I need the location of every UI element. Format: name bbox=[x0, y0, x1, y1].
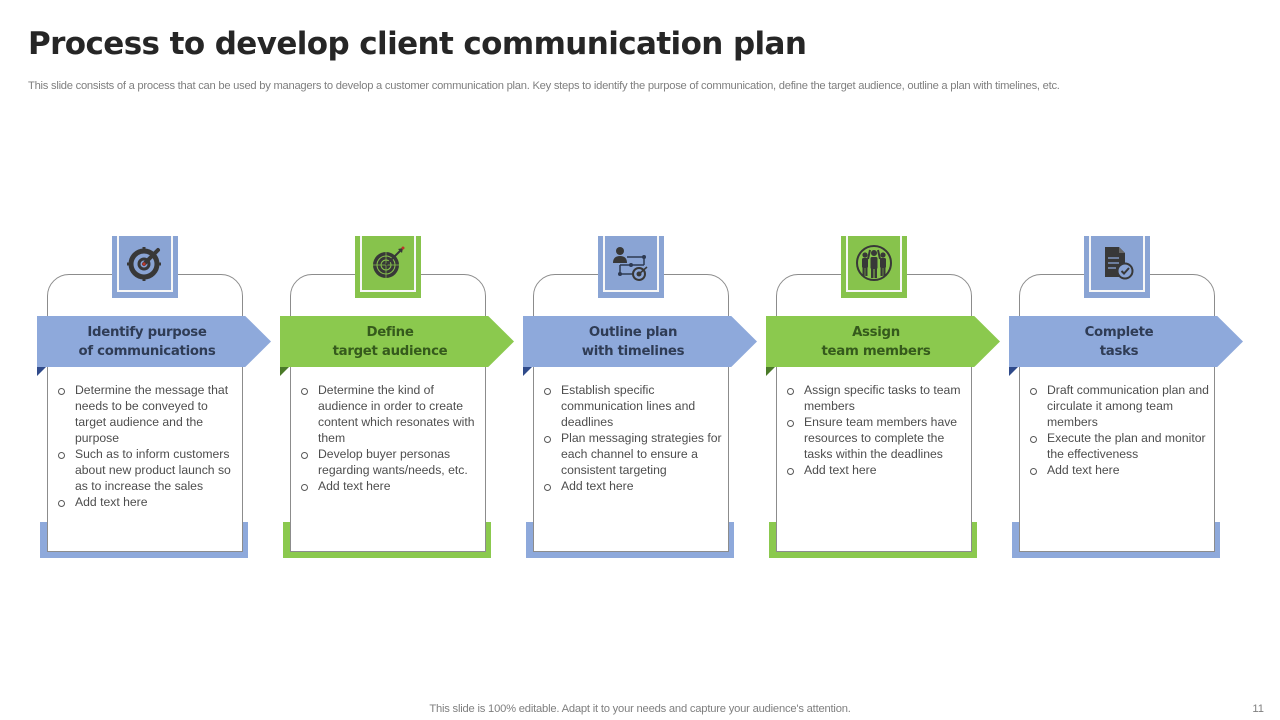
slide-subtitle: This slide consists of a process that ca… bbox=[28, 80, 1060, 92]
process-step-1: Identify purpose of communications Deter… bbox=[37, 230, 277, 565]
step-heading-line1: Identify purpose bbox=[87, 324, 207, 340]
slide-footer: This slide is 100% editable. Adapt it to… bbox=[429, 703, 851, 715]
step-heading-line1: Complete bbox=[1084, 324, 1154, 340]
bullet-item: Add text here bbox=[57, 494, 237, 510]
step-heading-line2: target audience bbox=[332, 343, 448, 359]
bullet-item: Such as to inform customers about new pr… bbox=[57, 446, 237, 494]
bullet-item: Develop buyer personas regarding wants/n… bbox=[300, 446, 480, 478]
dartboard-icon bbox=[372, 246, 405, 279]
bullet-item: Add text here bbox=[300, 478, 480, 494]
banner-fold bbox=[1009, 367, 1018, 376]
bullet-item: Plan messaging strategies for each chann… bbox=[543, 430, 723, 478]
team-group-icon bbox=[856, 245, 892, 281]
step-heading-banner: Identify purpose of communications bbox=[37, 316, 271, 367]
icon-box bbox=[1084, 236, 1150, 298]
icon-box bbox=[355, 236, 421, 298]
step-bullet-list: Establish specific communication lines a… bbox=[543, 382, 723, 494]
step-heading-line1: Outline plan bbox=[588, 324, 678, 340]
step-heading-line1: Assign bbox=[852, 324, 900, 340]
process-step-4: Assign team members Assign specific task… bbox=[766, 230, 1006, 565]
process-step-5: Complete tasks Draft communication plan … bbox=[1009, 230, 1249, 565]
banner-fold bbox=[37, 367, 46, 376]
process-step-2: Define target audience Determine the kin… bbox=[280, 230, 520, 565]
step-bullet-list: Determine the message that needs to be c… bbox=[57, 382, 237, 510]
step-bullet-list: Draft communication plan and circulate i… bbox=[1029, 382, 1209, 478]
banner-fold bbox=[766, 367, 775, 376]
bullet-item: Ensure team members have resources to co… bbox=[786, 414, 966, 462]
step-heading-banner: Complete tasks bbox=[1009, 316, 1243, 367]
bullet-item: Add text here bbox=[786, 462, 966, 478]
step-heading-banner: Outline plan with timelines bbox=[523, 316, 757, 367]
bullet-item: Execute the plan and monitor the effecti… bbox=[1029, 430, 1209, 462]
slide-title: Process to develop client communication … bbox=[28, 26, 807, 62]
step-heading-line2: team members bbox=[821, 343, 931, 359]
step-heading-line2: of communications bbox=[78, 343, 216, 359]
icon-box bbox=[598, 236, 664, 298]
icon-box bbox=[841, 236, 907, 298]
bullet-item: Establish specific communication lines a… bbox=[543, 382, 723, 430]
step-heading-line2: tasks bbox=[1099, 343, 1139, 359]
step-heading-line1: Define bbox=[366, 324, 414, 340]
bullet-item: Assign specific tasks to team members bbox=[786, 382, 966, 414]
bullet-item: Add text here bbox=[543, 478, 723, 494]
banner-fold bbox=[280, 367, 289, 376]
step-heading-banner: Define target audience bbox=[280, 316, 514, 367]
step-bullet-list: Assign specific tasks to team members En… bbox=[786, 382, 966, 478]
document-check-icon bbox=[1105, 247, 1134, 280]
process-step-3: Outline plan with timelines Establish sp… bbox=[523, 230, 763, 565]
bullet-item: Determine the message that needs to be c… bbox=[57, 382, 237, 446]
banner-fold bbox=[523, 367, 532, 376]
bullet-item: Add text here bbox=[1029, 462, 1209, 478]
bullet-item: Draft communication plan and circulate i… bbox=[1029, 382, 1209, 430]
step-heading-line2: with timelines bbox=[581, 343, 685, 359]
target-arrow-icon bbox=[127, 247, 161, 281]
person-roadmap-target-icon bbox=[613, 247, 648, 281]
step-heading-banner: Assign team members bbox=[766, 316, 1000, 367]
step-bullet-list: Determine the kind of audience in order … bbox=[300, 382, 480, 494]
bullet-item: Determine the kind of audience in order … bbox=[300, 382, 480, 446]
icon-box bbox=[112, 236, 178, 298]
page-number: 11 bbox=[1252, 703, 1264, 715]
